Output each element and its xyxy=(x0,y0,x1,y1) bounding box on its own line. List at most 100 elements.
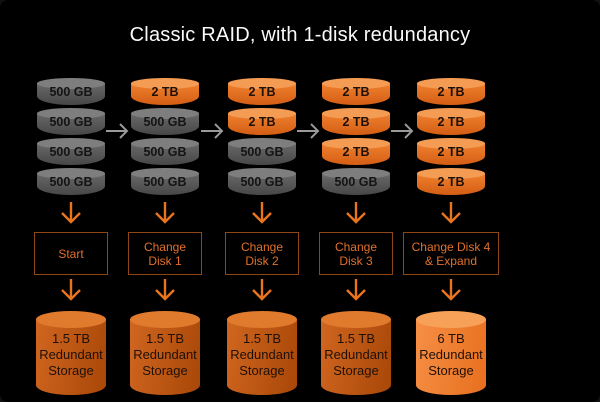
down-arrow-icon xyxy=(438,278,464,307)
disk: 500 GB xyxy=(37,168,105,195)
disk-capacity-label: 500 GB xyxy=(334,175,378,189)
disk-top-ellipse xyxy=(417,168,485,179)
right-arrow-icon xyxy=(390,122,416,145)
step-label: Change Disk 4 & Expand xyxy=(411,239,491,268)
disk: 500 GB xyxy=(37,78,105,105)
disk-body xyxy=(131,113,199,135)
disk-body xyxy=(37,83,105,105)
step-box: Start xyxy=(34,232,108,275)
column-change-disk-4-expand: 2 TB 2 TB 2 TB 2 TB Change Disk 4 & Expa… xyxy=(401,78,501,395)
disk-capacity-label: 2 TB xyxy=(437,115,465,129)
column-change-disk-1: 2 TB 500 GB 500 GB 500 GB Change Disk 1 xyxy=(115,78,215,395)
disk-top-ellipse xyxy=(322,78,390,89)
disk-body xyxy=(322,143,390,165)
disk: 500 GB xyxy=(37,138,105,165)
disk-body xyxy=(131,143,199,165)
down-arrow-icon xyxy=(438,201,464,230)
disk: 2 TB xyxy=(228,78,296,105)
disk-top-ellipse xyxy=(131,168,199,179)
disk-body xyxy=(322,173,390,195)
disk-top-ellipse xyxy=(417,108,485,119)
cylinder-body xyxy=(321,319,391,395)
disk-top-ellipse xyxy=(417,78,485,89)
disk: 2 TB xyxy=(417,168,485,195)
disk-body xyxy=(322,83,390,105)
cylinder-top-ellipse xyxy=(227,311,297,328)
disk-body xyxy=(417,173,485,195)
disk-capacity-label: 500 GB xyxy=(49,175,93,189)
disk: 2 TB xyxy=(417,78,485,105)
step-label: Change Disk 2 xyxy=(240,239,284,268)
result-storage-label: 6 TB Redundant Storage xyxy=(419,331,483,378)
down-arrow-icon xyxy=(343,278,369,307)
disk-body xyxy=(131,173,199,195)
disk-capacity-label: 500 GB xyxy=(49,115,93,129)
result-storage-cylinder: 1.5 TB Redundant Storage xyxy=(227,311,297,395)
disk-body xyxy=(417,83,485,105)
disk-capacity-label: 2 TB xyxy=(437,145,465,159)
disk-top-ellipse xyxy=(37,108,105,119)
disk-top-ellipse xyxy=(37,78,105,89)
right-arrow-icon xyxy=(200,122,226,145)
disk-top-ellipse xyxy=(322,138,390,149)
cylinder-top-ellipse xyxy=(416,311,486,328)
column-change-disk-2: 2 TB 2 TB 500 GB 500 GB Change Disk 2 xyxy=(212,78,312,395)
disk: 2 TB xyxy=(322,78,390,105)
disk-body xyxy=(37,173,105,195)
disk-capacity-label: 2 TB xyxy=(342,115,370,129)
disk-capacity-label: 2 TB xyxy=(248,115,276,129)
disk-capacity-label: 2 TB xyxy=(342,145,370,159)
disk-body xyxy=(228,143,296,165)
disk: 2 TB xyxy=(417,138,485,165)
down-arrow-icon xyxy=(249,278,275,307)
result-storage-cylinder: 6 TB Redundant Storage xyxy=(416,311,486,395)
disk-capacity-label: 500 GB xyxy=(49,85,93,99)
down-arrow-icon xyxy=(152,278,178,307)
disk-capacity-label: 500 GB xyxy=(49,145,93,159)
disk-capacity-label: 500 GB xyxy=(143,175,187,189)
result-storage-cylinder: 1.5 TB Redundant Storage xyxy=(36,311,106,395)
down-arrow-icon xyxy=(152,201,178,230)
cylinder-body xyxy=(416,319,486,395)
disk-body xyxy=(417,113,485,135)
disk-top-ellipse xyxy=(37,168,105,179)
step-box: Change Disk 1 xyxy=(128,232,202,275)
disk: 2 TB xyxy=(417,108,485,135)
result-storage-label: 1.5 TB Redundant Storage xyxy=(133,331,197,378)
step-label: Start xyxy=(58,246,84,261)
step-label: Change Disk 3 xyxy=(334,239,378,268)
cylinder-body xyxy=(130,319,200,395)
disk-top-ellipse xyxy=(228,78,296,89)
disk: 500 GB xyxy=(37,108,105,135)
disk: 2 TB xyxy=(228,108,296,135)
disk: 500 GB xyxy=(228,138,296,165)
disk: 500 GB xyxy=(322,168,390,195)
result-storage-cylinder: 1.5 TB Redundant Storage xyxy=(321,311,391,395)
right-arrow-icon xyxy=(296,122,322,145)
down-arrow-icon xyxy=(343,201,369,230)
disk-capacity-label: 2 TB xyxy=(248,85,276,99)
down-arrow-icon xyxy=(58,201,84,230)
disk: 2 TB xyxy=(322,108,390,135)
disk-body xyxy=(417,143,485,165)
step-box: Change Disk 2 xyxy=(225,232,299,275)
disk-body xyxy=(228,173,296,195)
column-change-disk-3: 2 TB 2 TB 2 TB 500 GB Change Disk 3 xyxy=(306,78,406,395)
disk: 500 GB xyxy=(131,108,199,135)
step-box: Change Disk 3 xyxy=(319,232,393,275)
disk-top-ellipse xyxy=(417,138,485,149)
disk-top-ellipse xyxy=(228,168,296,179)
result-storage-label: 1.5 TB Redundant Storage xyxy=(324,331,388,378)
diagram-title: Classic RAID, with 1-disk redundancy xyxy=(129,24,471,46)
cylinder-body xyxy=(36,319,106,395)
disk-top-ellipse xyxy=(37,138,105,149)
right-arrow-icon xyxy=(105,122,131,145)
cylinder-top-ellipse xyxy=(130,311,200,328)
cylinder-body xyxy=(227,319,297,395)
disk-body xyxy=(228,83,296,105)
down-arrow-icon xyxy=(58,278,84,307)
disk: 2 TB xyxy=(131,78,199,105)
disk: 500 GB xyxy=(228,168,296,195)
disk-capacity-label: 500 GB xyxy=(143,115,187,129)
